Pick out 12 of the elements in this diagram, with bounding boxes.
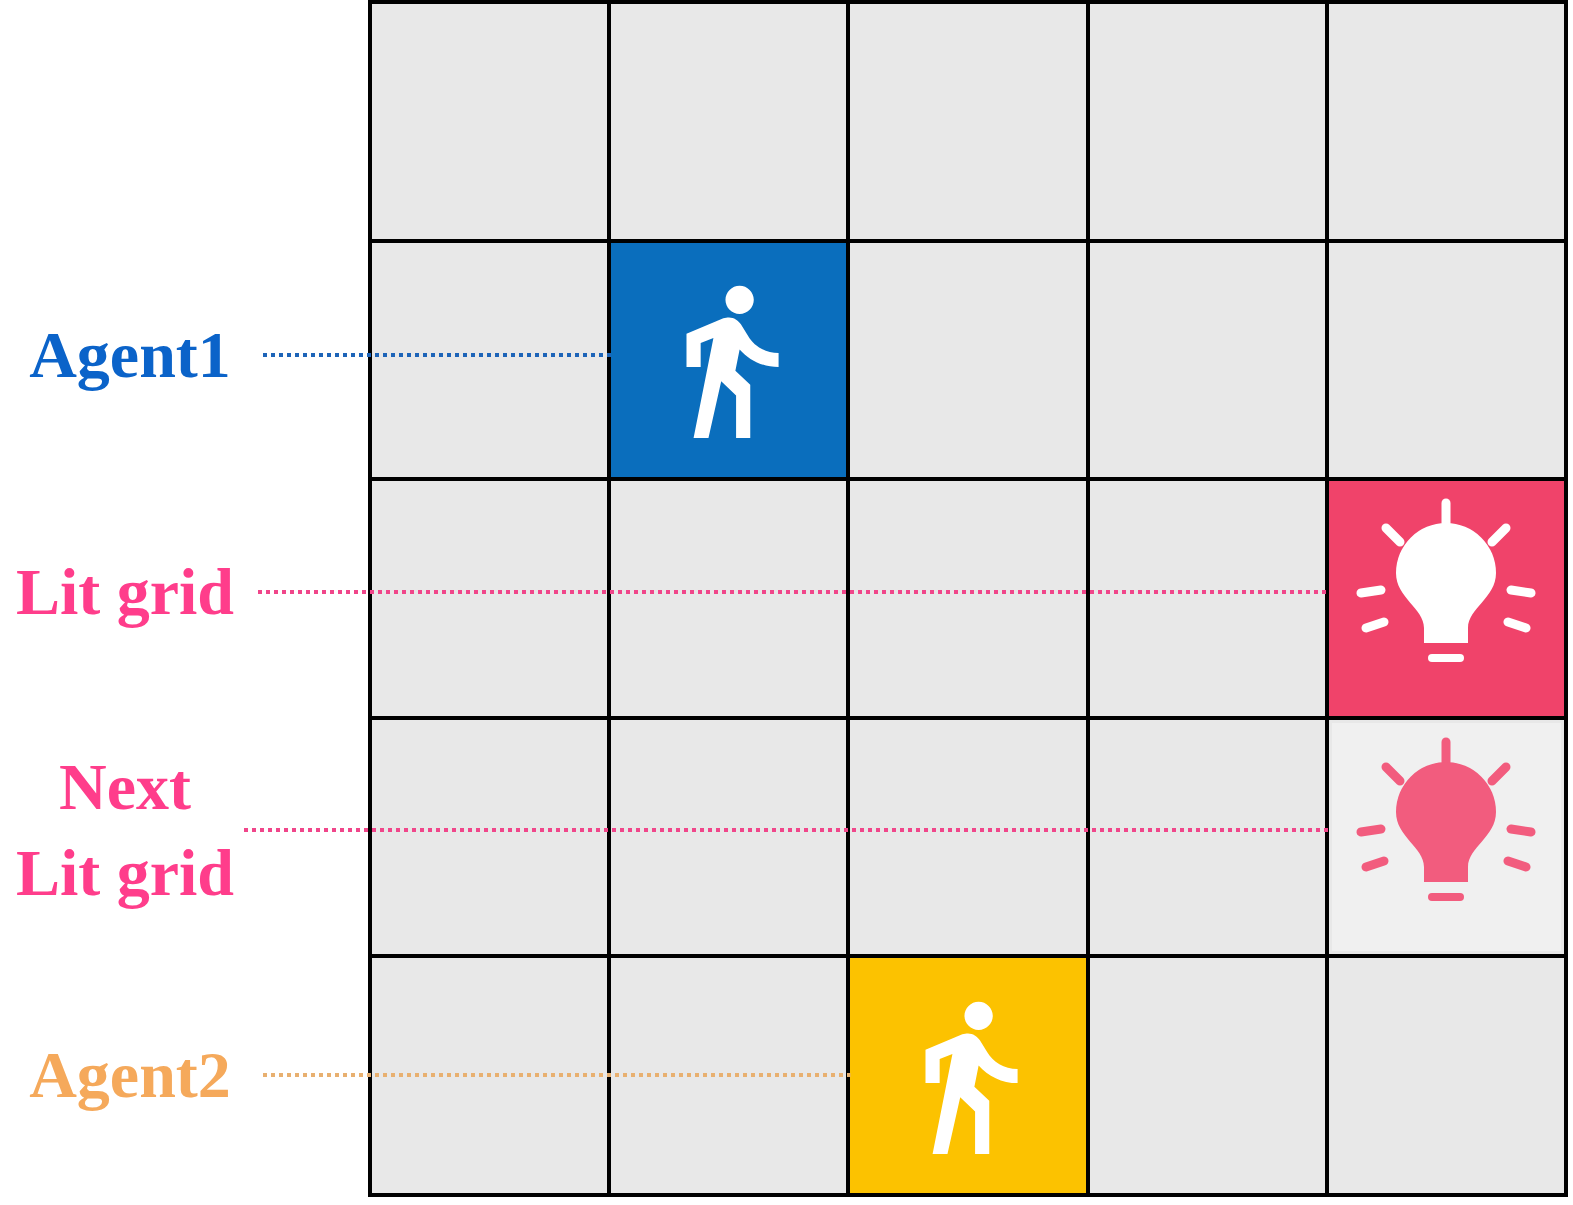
leader-line — [263, 353, 612, 357]
grid-cell — [1328, 719, 1564, 955]
grid-cell — [1328, 481, 1564, 716]
grid-cell — [850, 958, 1086, 1193]
leader-line — [244, 828, 1329, 832]
node-label: Agent1 — [5, 312, 255, 398]
leader-line — [258, 590, 1329, 594]
leader-line — [263, 1073, 851, 1077]
node-label: Lit grid — [0, 549, 250, 635]
node-label: Next Lit grid — [14, 744, 236, 916]
grid-cell — [611, 242, 847, 478]
node-label: Agent2 — [5, 1032, 255, 1118]
